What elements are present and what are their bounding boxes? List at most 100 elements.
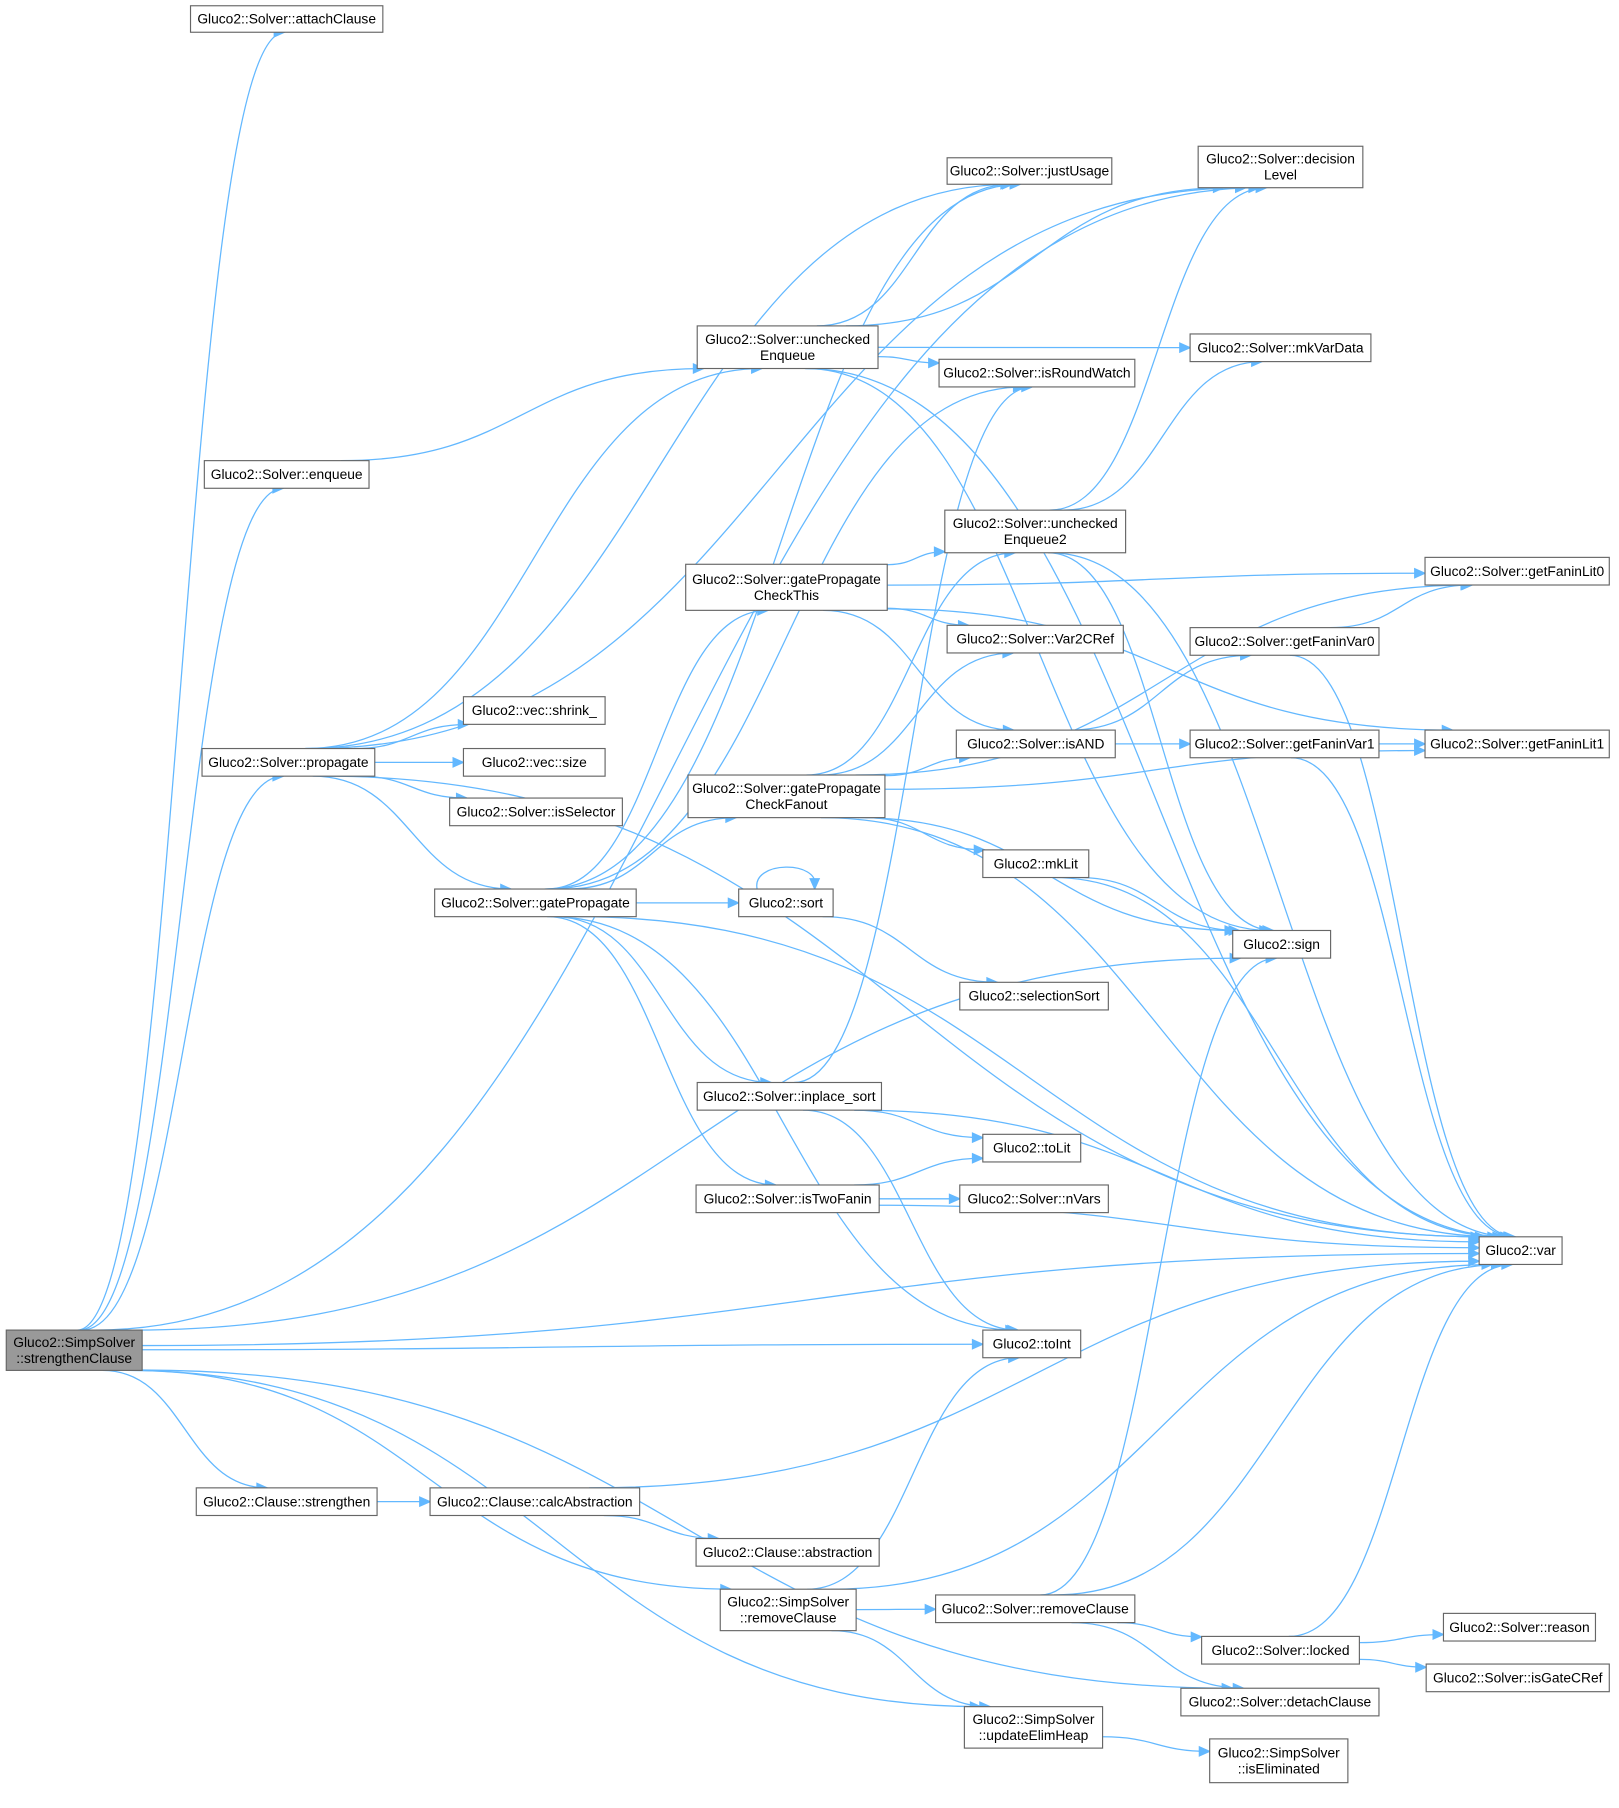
node-mk-var-data[interactable]: Gluco2::Solver::mkVarData — [1189, 333, 1372, 363]
edge-line — [816, 183, 1012, 327]
arrowhead-icon — [1468, 1242, 1481, 1254]
edge — [305, 363, 764, 750]
node-label: Gluco2::Clause::calcAbstraction — [437, 1493, 633, 1509]
node-label: Gluco2::Solver::detachClause — [1189, 1694, 1372, 1710]
node-strengthen-clause[interactable]: Gluco2::SimpSolver::strengthenClause — [5, 1329, 143, 1371]
node-box — [695, 1184, 880, 1214]
node-var-2-c-ref[interactable]: Gluco2::Solver::Var2CRef — [946, 624, 1124, 654]
node-enqueue[interactable]: Gluco2::Solver::enqueue — [203, 460, 370, 489]
node-box — [955, 729, 1116, 759]
edge — [142, 1369, 1234, 1694]
arrowhead-icon — [971, 1132, 985, 1144]
node-is-eliminated[interactable]: Gluco2::SimpSolver::isEliminated — [1209, 1738, 1349, 1784]
arrowhead-icon — [928, 357, 941, 369]
node-reason[interactable]: Gluco2::Solver::reason — [1442, 1612, 1597, 1642]
node-gate-propagate[interactable]: Gluco2::Solver::gatePropagate — [434, 888, 637, 918]
edge — [1288, 1258, 1514, 1638]
edge-line — [1116, 1621, 1202, 1638]
edge-line — [81, 775, 284, 1331]
node-box — [695, 1537, 880, 1567]
node-label: Gluco2::Solver::getFaninLit0 — [1430, 563, 1604, 579]
edge-line — [884, 757, 971, 777]
edge-line — [323, 775, 1486, 1238]
node-just-usage[interactable]: Gluco2::Solver::justUsage — [946, 157, 1113, 185]
node-label: Gluco2::toLit — [993, 1140, 1071, 1156]
node-abstraction[interactable]: Gluco2::Clause::abstraction — [695, 1537, 880, 1567]
edge — [887, 546, 947, 566]
node-label: Gluco2::Solver::gatePropagate — [692, 571, 881, 587]
edge — [377, 1496, 432, 1508]
node-to-int[interactable]: Gluco2::toInt — [982, 1329, 1082, 1359]
node-label: Gluco2::Solver::isAND — [967, 736, 1104, 752]
node-is-round-watch[interactable]: Gluco2::Solver::isRoundWatch — [938, 358, 1136, 388]
node-mk-lit[interactable]: Gluco2::mkLit — [982, 849, 1090, 879]
edge-line — [94, 187, 1260, 1331]
node-sign[interactable]: Gluco2::sign — [1232, 929, 1332, 959]
edge — [312, 775, 513, 895]
edge-line — [305, 367, 763, 750]
node-label: Gluco2::SimpSolver — [1218, 1744, 1340, 1760]
node-calc-abstraction[interactable]: Gluco2::Clause::calcAbstraction — [429, 1487, 641, 1517]
node-label: Gluco2::Solver::enqueue — [211, 466, 363, 482]
node-attach-clause[interactable]: Gluco2::Solver::attachClause — [189, 5, 384, 33]
node-to-lit[interactable]: Gluco2::toLit — [982, 1133, 1082, 1163]
edge — [341, 363, 706, 462]
node-shrink[interactable]: Gluco2::vec::shrink_ — [462, 696, 606, 725]
node-get-fanin-lit-1[interactable]: Gluco2::Solver::getFaninLit1 — [1424, 729, 1610, 759]
node-is-gate-c-ref[interactable]: Gluco2::Solver::isGateCRef — [1425, 1663, 1610, 1693]
node-get-fanin-lit-0[interactable]: Gluco2::Solver::getFaninLit0 — [1424, 556, 1610, 586]
node-label: Gluco2::vec::shrink_ — [472, 702, 597, 718]
node-box — [449, 797, 623, 827]
edge-line — [887, 608, 1453, 731]
edge-line — [794, 386, 1033, 1084]
node-propagate[interactable]: Gluco2::Solver::propagate — [201, 747, 376, 777]
node-box — [462, 696, 606, 725]
node-remove-clause[interactable]: Gluco2::Solver::removeClause — [935, 1594, 1136, 1624]
node-is-a-n-d[interactable]: Gluco2::Solver::isAND — [955, 729, 1116, 759]
node-box — [203, 460, 370, 489]
arrowhead-icon — [1468, 1255, 1481, 1267]
node-box — [189, 5, 384, 33]
edge-line — [574, 916, 1482, 1238]
node-label: ::removeClause — [740, 1610, 837, 1626]
edge — [311, 182, 1248, 750]
node-update-elim-heap[interactable]: Gluco2::SimpSolver::updateElimHeap — [963, 1706, 1104, 1749]
node-box — [982, 849, 1090, 879]
node-get-fanin-var-1[interactable]: Gluco2::Solver::getFaninVar1 — [1189, 729, 1380, 759]
node-is-two-fanin[interactable]: Gluco2::Solver::isTwoFanin — [695, 1184, 880, 1214]
edge-line — [134, 957, 1241, 1331]
edge-line — [1069, 654, 1251, 731]
node-label: Gluco2::Solver::justUsage — [950, 163, 1110, 179]
arrowhead-icon — [809, 878, 821, 891]
edge — [547, 916, 778, 1191]
node-size[interactable]: Gluco2::vec::size — [462, 747, 606, 777]
node-detach-clause[interactable]: Gluco2::Solver::detachClause — [1180, 1687, 1380, 1717]
node-box — [935, 1594, 1136, 1624]
node-is-selector[interactable]: Gluco2::Solver::isSelector — [449, 797, 623, 827]
node-sort[interactable]: Gluco2::sort — [738, 888, 834, 918]
node-locked[interactable]: Gluco2::Solver::locked — [1201, 1635, 1360, 1665]
node-selection-sort[interactable]: Gluco2::selectionSort — [959, 981, 1109, 1011]
edge — [820, 816, 1500, 1243]
node-get-fanin-var-0[interactable]: Gluco2::Solver::getFaninVar0 — [1189, 627, 1380, 656]
edge — [374, 756, 465, 768]
node-box — [687, 774, 886, 819]
node-inplace-sort[interactable]: Gluco2::Solver::inplace_sort — [696, 1081, 883, 1111]
node-var[interactable]: Gluco2::var — [1478, 1236, 1563, 1266]
node-label: Gluco2::Solver::reason — [1449, 1619, 1589, 1635]
node-box — [1425, 1663, 1610, 1693]
node-n-vars[interactable]: Gluco2::Solver::nVars — [959, 1184, 1109, 1214]
edge-line — [142, 1369, 1233, 1689]
node-clause-strengthen[interactable]: Gluco2::Clause::strengthen — [195, 1487, 378, 1517]
arrowhead-icon — [1179, 738, 1192, 750]
node-simp-remove-clause[interactable]: Gluco2::SimpSolver::removeClause — [719, 1588, 857, 1632]
node-label: Gluco2::Solver::gatePropagate — [441, 894, 630, 910]
edge — [854, 1109, 1481, 1248]
nodes-layer: Gluco2::SimpSolver::strengthenClauseGluc… — [5, 5, 1610, 1784]
node-label: Gluco2::Solver::mkVarData — [1197, 339, 1363, 355]
